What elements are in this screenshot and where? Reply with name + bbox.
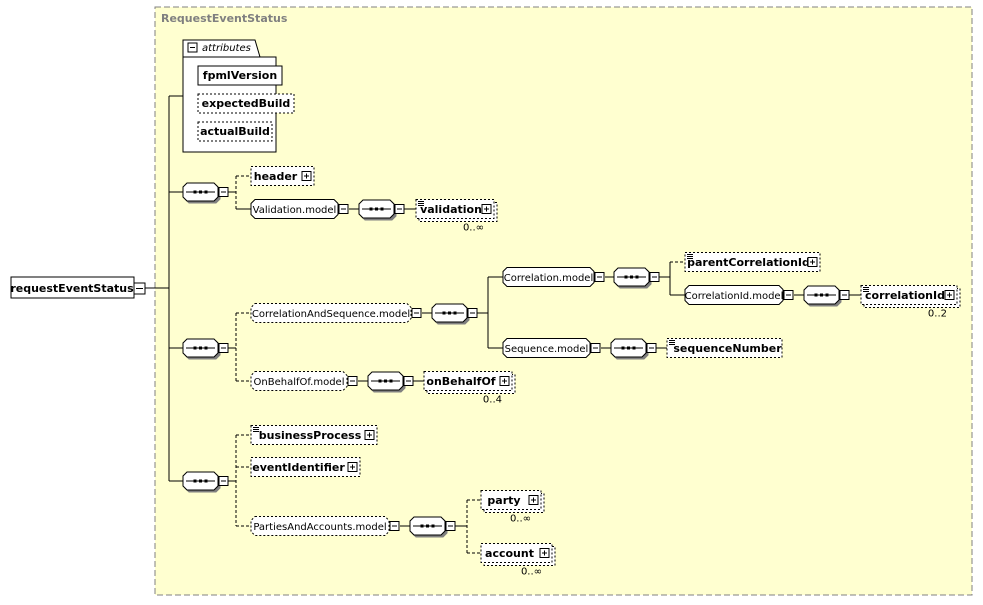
sequence-correlation-and-sequence-collapse-icon[interactable] bbox=[467, 308, 478, 318]
sequence-correlation-and-sequence[interactable] bbox=[431, 303, 470, 325]
element-correlationId-label: correlationId bbox=[865, 289, 945, 302]
group-correlation-id-model-collapse-icon[interactable] bbox=[783, 290, 794, 300]
attribute-label-actualBuild: actualBuild bbox=[200, 125, 270, 138]
root-element-label: requestEventStatus bbox=[10, 282, 134, 295]
element-onBehalfOf[interactable]: onBehalfOf bbox=[423, 371, 516, 394]
element-party-label: party bbox=[487, 494, 520, 507]
attribute-expectedBuild[interactable] bbox=[197, 93, 295, 114]
attribute-fpmlVersion[interactable] bbox=[197, 65, 283, 86]
element-eventIdentifier-label: eventIdentifier bbox=[252, 461, 345, 474]
group-correlation-and-sequence-model-collapse-icon[interactable] bbox=[411, 308, 422, 318]
element-party-expand-icon[interactable] bbox=[528, 495, 539, 505]
element-sequenceNumber[interactable]: sequenceNumber bbox=[666, 338, 783, 358]
sequence-3-collapse-icon[interactable] bbox=[218, 476, 229, 486]
element-correlationId[interactable]: correlationId bbox=[860, 285, 961, 308]
connector-lines bbox=[145, 95, 861, 554]
element-party-cardinality: 0..∞ bbox=[510, 514, 531, 525]
element-header[interactable]: header bbox=[250, 166, 315, 186]
sequence-parties-and-accounts[interactable] bbox=[409, 516, 448, 538]
sequence-validation-collapse-icon[interactable] bbox=[394, 204, 405, 214]
sequence-correlation-id[interactable] bbox=[803, 285, 842, 307]
element-validation-expand-icon[interactable] bbox=[481, 204, 492, 214]
sequence-sequence[interactable] bbox=[610, 338, 649, 360]
element-businessProcess-expand-icon[interactable] bbox=[364, 430, 375, 440]
sequence-2-collapse-icon[interactable] bbox=[218, 343, 229, 353]
sequence-2[interactable] bbox=[182, 338, 221, 360]
element-validation[interactable]: validation bbox=[415, 199, 498, 222]
group-on-behalf-of-model[interactable]: OnBehalfOf.model bbox=[250, 371, 348, 391]
attribute-label-expectedBuild: expectedBuild bbox=[202, 97, 291, 110]
element-correlationId-expand-icon[interactable] bbox=[944, 290, 955, 300]
element-parentCorrelationId-expand-icon[interactable] bbox=[807, 257, 818, 267]
element-header-expand-icon[interactable] bbox=[301, 171, 312, 181]
group-on-behalf-of-model-label: OnBehalfOf.model bbox=[254, 377, 345, 388]
group-validation-model-collapse-icon[interactable] bbox=[338, 204, 349, 214]
group-parties-and-accounts-model-collapse-icon[interactable] bbox=[389, 521, 400, 531]
group-correlation-and-sequence-model[interactable]: CorrelationAndSequence.model bbox=[250, 303, 412, 323]
group-correlation-and-sequence-model-label: CorrelationAndSequence.model bbox=[252, 309, 410, 320]
sequence-on-behalf-of[interactable] bbox=[367, 371, 406, 393]
group-sequence-model-label: Sequence.model bbox=[505, 344, 589, 355]
group-sequence-model[interactable]: Sequence.model bbox=[502, 338, 591, 358]
element-parentCorrelationId-label: parentCorrelationId bbox=[687, 256, 810, 269]
element-sequenceNumber-label: sequenceNumber bbox=[673, 342, 782, 355]
sequence-1-collapse-icon[interactable] bbox=[218, 187, 229, 197]
group-on-behalf-of-model-collapse-icon[interactable] bbox=[347, 376, 358, 386]
root-element-node[interactable]: requestEventStatus bbox=[10, 276, 135, 299]
sequence-correlation-id-collapse-icon[interactable] bbox=[839, 290, 850, 300]
element-account[interactable]: account bbox=[480, 543, 556, 566]
sequence-correlation-collapse-icon[interactable] bbox=[649, 272, 660, 282]
element-eventIdentifier[interactable]: eventIdentifier bbox=[250, 457, 361, 477]
element-eventIdentifier-expand-icon[interactable] bbox=[347, 462, 358, 472]
element-validation-label: validation bbox=[420, 203, 482, 216]
sequence-sequence-collapse-icon[interactable] bbox=[646, 343, 657, 353]
element-correlationId-cardinality: 0..2 bbox=[928, 309, 947, 320]
attributes-group: attributes fpmlVersion expectedBuild act… bbox=[182, 39, 295, 153]
sequence-on-behalf-of-collapse-icon[interactable] bbox=[403, 376, 414, 386]
group-validation-model-label: Validation.model bbox=[253, 205, 337, 216]
element-validation-cardinality: 0..∞ bbox=[463, 223, 484, 234]
sequence-parties-and-accounts-collapse-icon[interactable] bbox=[445, 521, 456, 531]
element-account-cardinality: 0..∞ bbox=[521, 567, 542, 578]
attribute-actualBuild[interactable] bbox=[197, 121, 273, 142]
group-parties-and-accounts-model[interactable]: PartiesAndAccounts.model bbox=[250, 516, 390, 536]
sequence-correlation[interactable] bbox=[613, 267, 652, 289]
group-correlation-id-model-label: CorrelationId.model bbox=[685, 291, 784, 302]
type-name-label: RequestEventStatus bbox=[161, 12, 288, 25]
element-onBehalfOf-expand-icon[interactable] bbox=[499, 376, 510, 386]
sequence-1[interactable] bbox=[182, 182, 221, 204]
group-validation-model[interactable]: Validation.model bbox=[250, 199, 339, 219]
root-collapse-icon[interactable] bbox=[133, 282, 146, 295]
sequence-validation[interactable] bbox=[358, 199, 397, 221]
element-onBehalfOf-label: onBehalfOf bbox=[426, 375, 495, 388]
attributes-collapse-icon[interactable] bbox=[187, 42, 198, 53]
sequence-3[interactable] bbox=[182, 471, 221, 493]
group-correlation-model-label: Correlation.model bbox=[504, 273, 593, 284]
element-businessProcess[interactable]: businessProcess bbox=[250, 425, 378, 445]
attribute-label-fpmlVersion: fpmlVersion bbox=[203, 69, 277, 82]
group-correlation-model[interactable]: Correlation.model bbox=[502, 267, 595, 287]
element-parentCorrelationId[interactable]: parentCorrelationId bbox=[684, 252, 821, 272]
attributes-group-label: attributes bbox=[202, 43, 251, 54]
group-correlation-model-collapse-icon[interactable] bbox=[594, 272, 605, 282]
element-account-expand-icon[interactable] bbox=[539, 548, 550, 558]
element-header-label: header bbox=[254, 170, 298, 183]
group-correlation-id-model[interactable]: CorrelationId.model bbox=[684, 285, 784, 305]
element-onBehalfOf-cardinality: 0..4 bbox=[483, 395, 502, 406]
group-sequence-model-collapse-icon[interactable] bbox=[590, 343, 601, 353]
element-account-label: account bbox=[485, 547, 534, 560]
group-parties-and-accounts-model-label: PartiesAndAccounts.model bbox=[253, 522, 386, 533]
element-businessProcess-label: businessProcess bbox=[259, 429, 362, 442]
